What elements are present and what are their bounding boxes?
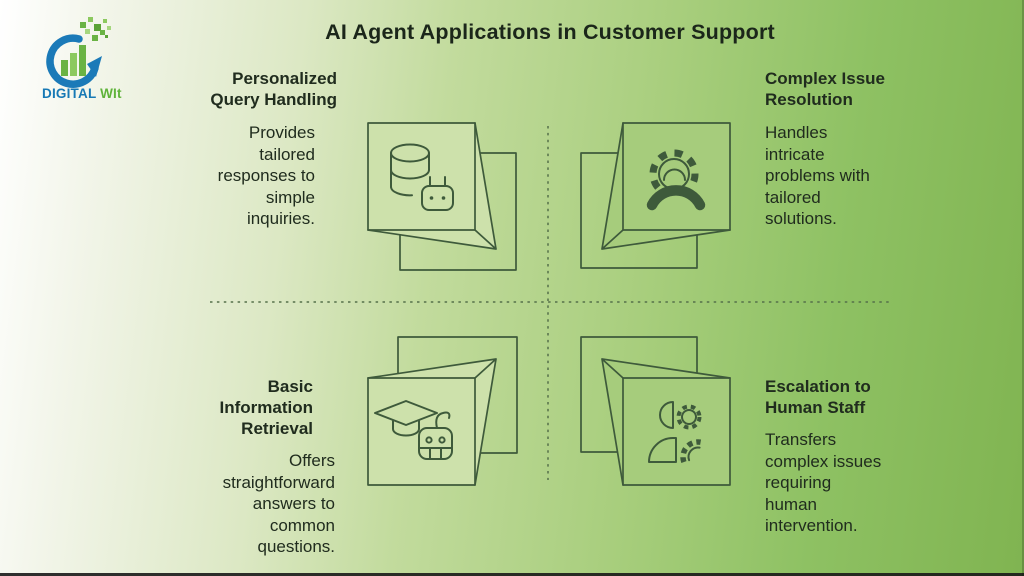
bottom-edge-shadow bbox=[0, 573, 1024, 576]
quadrant-heading-complex-issue-resolution: Complex Issue Resolution bbox=[765, 69, 885, 109]
bar-chart-icon bbox=[61, 45, 86, 76]
telephone-handset-icon bbox=[646, 185, 706, 211]
digitalwit-logo: DIGITAL WIt bbox=[42, 17, 122, 101]
person-half-icon bbox=[648, 401, 677, 463]
quadrant-heading-escalation-to-human-staff: Escalation to Human Staff bbox=[765, 377, 871, 417]
page-title: AI Agent Applications in Customer Suppor… bbox=[325, 20, 775, 44]
database-icon bbox=[390, 143, 430, 197]
quadrant-body-basic-information-retrieval: Offers straightforward answers to common… bbox=[222, 451, 335, 556]
quadrant-heading-basic-information-retrieval: Basic Information Retrieval bbox=[219, 377, 314, 438]
graduation-cap-icon bbox=[374, 400, 438, 437]
quadrant-heading-personalized-query-handling: Personalized Query Handling bbox=[210, 69, 337, 109]
gear-handset-cube-icon bbox=[580, 122, 731, 269]
right-edge-shadow bbox=[1022, 0, 1024, 576]
small-gear-icon bbox=[676, 404, 702, 430]
robot-head-icon bbox=[421, 176, 454, 211]
quadrant-body-complex-issue-resolution: Handles intricate problems with tailored… bbox=[765, 123, 870, 228]
circular-arrow-icon bbox=[46, 34, 102, 88]
large-gear-segment-icon bbox=[680, 439, 702, 464]
quadrant-body-escalation-to-human-staff: Transfers complex issues requiring human… bbox=[765, 430, 882, 535]
pixel-burst-icon bbox=[80, 17, 111, 41]
quadrant-body-personalized-query-handling: Provides tailored responses to simple in… bbox=[217, 123, 315, 228]
logo-wordmark: DIGITAL WIt bbox=[42, 86, 122, 101]
database-robot-cube-icon bbox=[367, 122, 517, 271]
robot-head-icon bbox=[418, 411, 453, 460]
graduation-cap-robot-cube-icon bbox=[367, 336, 518, 486]
person-gears-cube-icon bbox=[580, 336, 731, 486]
